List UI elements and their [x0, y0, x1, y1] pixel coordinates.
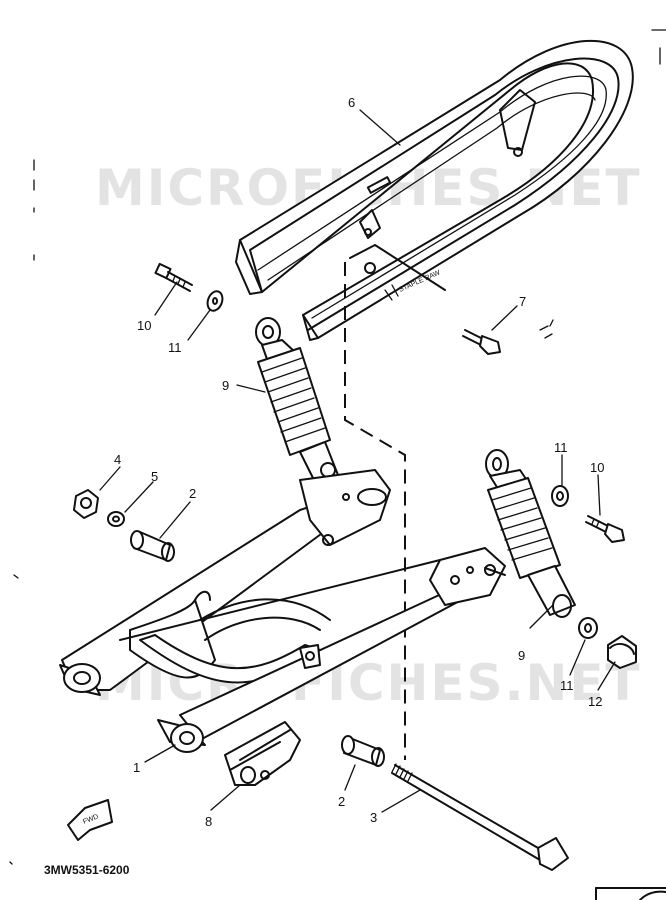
callout-12: 12 [588, 694, 602, 709]
callout-2-upper: 2 [189, 486, 196, 501]
assembly-guide-lines [344, 262, 406, 760]
callout-1: 1 [133, 760, 140, 775]
page-corner-frame [595, 29, 666, 900]
callout-4: 4 [114, 452, 121, 467]
bolt-10-upper [154, 262, 193, 292]
callout-7: 7 [519, 294, 526, 309]
scan-marks [9, 159, 554, 865]
washer-5 [107, 511, 125, 527]
bolt-7 [462, 329, 501, 355]
callout-9-left: 9 [222, 378, 229, 393]
collar-2-lower [341, 735, 385, 767]
callout-11-upper: 11 [168, 340, 182, 355]
callout-10-upper: 10 [137, 318, 151, 333]
fwd-arrow-icon: FWD [67, 799, 113, 841]
diagram-code: 3MW5351-6200 [44, 863, 130, 877]
washer-11-lower [578, 617, 598, 639]
pivot-shaft-3 [391, 763, 569, 871]
callout-10-right: 10 [590, 460, 604, 475]
leader-lines [99, 109, 616, 813]
callout-labels: 6 10 11 7 9 4 5 2 11 10 9 11 12 1 8 2 3 [114, 95, 604, 829]
callout-11-right: 11 [554, 440, 568, 455]
chain-guard-8 [224, 721, 301, 786]
collar-2-upper [130, 530, 175, 562]
callout-5: 5 [151, 469, 158, 484]
callout-3: 3 [370, 810, 377, 825]
callout-6: 6 [348, 95, 355, 110]
nut-4 [73, 489, 99, 519]
rear-shock-right [485, 449, 576, 618]
callout-11-lower: 11 [560, 678, 574, 693]
rear-shock-left [255, 317, 341, 489]
callout-8: 8 [205, 814, 212, 829]
callout-9-right: 9 [518, 648, 525, 663]
washer-11-right-upper [551, 485, 569, 507]
bolt-10-right [585, 515, 625, 543]
washer-11-upper [206, 290, 224, 312]
cap-nut-12 [607, 635, 637, 669]
swingarm [59, 469, 506, 753]
callout-2-lower: 2 [338, 794, 345, 809]
